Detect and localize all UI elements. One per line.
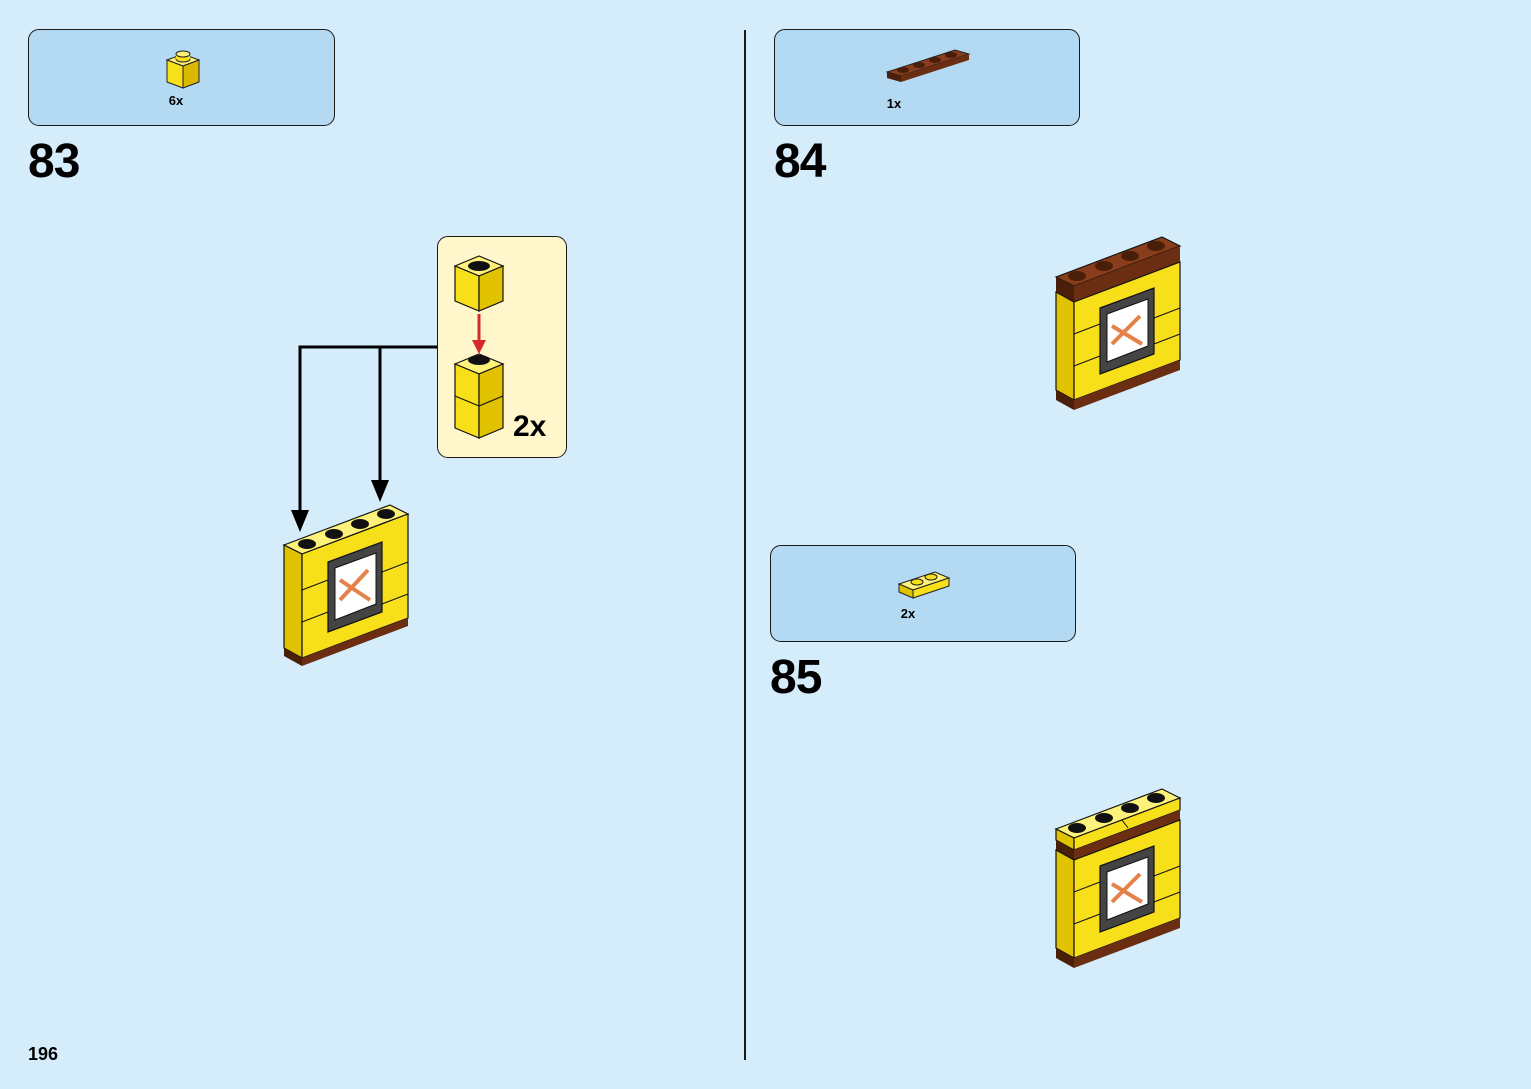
page-number: 196 [28, 1044, 59, 1064]
part-quantity: 6x [168, 93, 184, 108]
brown-1x4-plate-icon [885, 49, 971, 82]
step-83-parts-box: 6x [28, 29, 335, 126]
fireplace-wall-model [282, 504, 410, 666]
part-quantity: 1x [886, 96, 902, 111]
yellow-1x2-plate-icon [897, 571, 951, 599]
subassembly-drawing [453, 255, 505, 439]
fireplace-wall-model [1054, 236, 1182, 410]
step-84-parts-box: 1x [774, 29, 1080, 126]
page-divider [744, 30, 746, 1060]
fireplace-wall-model [1054, 788, 1182, 968]
part-quantity: 2x [900, 606, 916, 621]
step-number: 85 [770, 651, 822, 704]
yellow-1x1-brick-icon [165, 50, 201, 89]
step-85-parts-box: 2x [770, 545, 1076, 642]
step-number: 84 [774, 135, 826, 188]
step-number: 83 [28, 135, 80, 188]
subassembly-quantity: 2x [513, 410, 547, 443]
callout-arrows [291, 345, 437, 532]
